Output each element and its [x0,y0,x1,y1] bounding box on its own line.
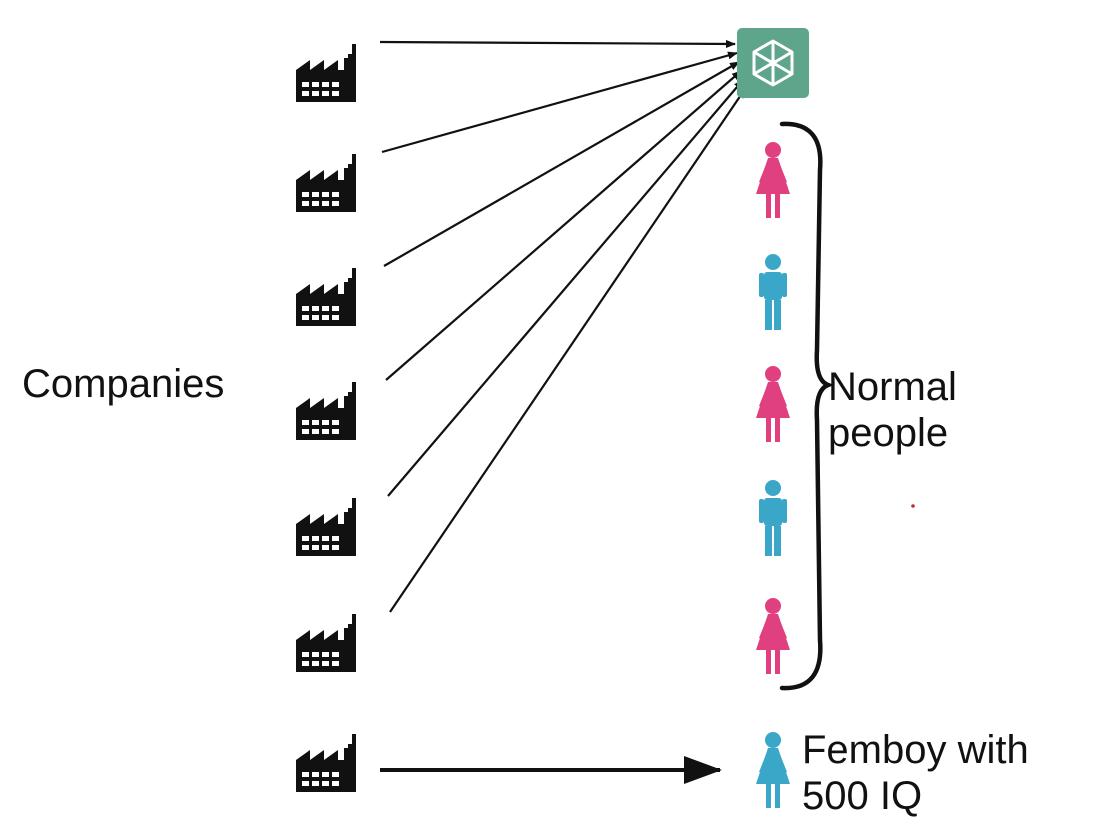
woman-icon [756,366,790,442]
company-arrow [387,79,744,497]
woman-icon [756,598,790,674]
normal-people-line-2: people [828,411,949,455]
normal-people-label: Normal people [828,364,957,456]
company-arrow [383,61,740,267]
femboy-line-2: 500 IQ [802,774,923,818]
factory-icon [296,268,356,326]
stray-dot [911,504,915,508]
factory-icon [296,734,356,792]
factory-icon [296,382,356,440]
company-arrow [385,70,742,381]
company-arrow [389,88,746,613]
man-icon [759,254,787,330]
company-factories [296,44,356,792]
company-arrow [381,51,738,154]
femboy-label: Femboy with 500 IQ [802,727,1029,819]
company-arrow [379,39,736,48]
femboy-line-1: Femboy with [802,728,1029,772]
companies-label: Companies [22,362,225,406]
normal-people [756,142,790,674]
man-icon [759,480,787,556]
femboy-icon [756,732,790,808]
factory-icon [296,44,356,102]
factory-icon [296,498,356,556]
woman-icon [756,142,790,218]
chatgpt-logo-icon [737,28,809,98]
normal-people-line-1: Normal [828,365,957,409]
factory-icon [296,154,356,212]
brace [779,121,835,691]
company-arrows [379,39,746,613]
factory-icon [296,614,356,672]
